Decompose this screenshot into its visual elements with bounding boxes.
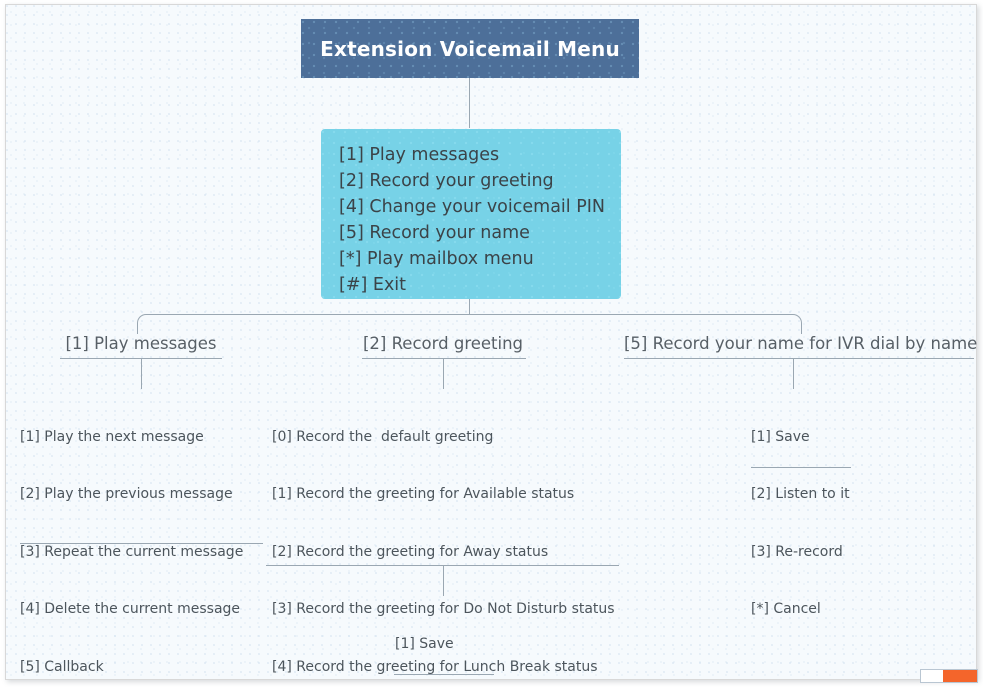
connector-branch-bracket bbox=[137, 314, 802, 334]
connector-menu-to-bracket bbox=[469, 298, 470, 314]
list-item[interactable]: [1] Play the next message bbox=[20, 429, 204, 445]
corner-marker-icon bbox=[920, 669, 978, 683]
connector-branch-3-stem bbox=[793, 359, 794, 389]
branch-heading-label: [2] Record greeting bbox=[362, 334, 524, 353]
connector-root-to-menu bbox=[469, 77, 470, 128]
list-item[interactable]: [*] Cancel bbox=[751, 601, 821, 618]
list-item[interactable]: [1] Save bbox=[395, 636, 454, 652]
rule-branch-3-list bbox=[751, 467, 851, 468]
main-menu-node[interactable]: [1] Play messages [2] Record your greeti… bbox=[321, 129, 621, 299]
root-node-extension-voicemail-menu[interactable]: Extension Voicemail Menu bbox=[301, 19, 639, 78]
main-menu-option[interactable]: [2] Record your greeting bbox=[339, 171, 554, 191]
rule-branch-1-list bbox=[20, 543, 263, 544]
list-item[interactable]: [1] Record the greeting for Available st… bbox=[272, 486, 575, 503]
rule-branch-2-heading bbox=[362, 358, 526, 359]
connector-branch-2-stem bbox=[443, 359, 444, 389]
list-item[interactable]: [3] Re-record bbox=[751, 543, 843, 560]
list-item[interactable]: [2] Play the previous message bbox=[20, 486, 233, 503]
main-menu-option[interactable]: [*] Play mailbox menu bbox=[339, 249, 534, 269]
branch-3-option-list: [1] Save [2] Listen to it [3] Re-record … bbox=[751, 390, 951, 658]
diagram-sheet: Extension Voicemail Menu [1] Play messag… bbox=[5, 4, 978, 683]
branch-heading-label: [5] Record your name for IVR dial by nam… bbox=[624, 334, 978, 353]
list-item[interactable]: [3] Record the greeting for Do Not Distu… bbox=[272, 601, 615, 618]
root-node-label: Extension Voicemail Menu bbox=[320, 36, 620, 61]
branch-heading-label: [1] Play messages bbox=[65, 334, 217, 353]
list-item[interactable]: [1] Save bbox=[751, 429, 810, 445]
main-menu-option[interactable]: [5] Record your name bbox=[339, 223, 530, 243]
main-menu-option[interactable]: [1] Play messages bbox=[339, 145, 500, 165]
list-item[interactable]: [2] Record the greeting for Away status bbox=[272, 543, 549, 560]
branch-heading-play-messages[interactable]: [1] Play messages bbox=[41, 333, 241, 355]
rule-greeting-sub-list bbox=[394, 674, 494, 675]
rule-branch-2-list bbox=[266, 565, 619, 566]
list-item[interactable]: [2] Listen to it bbox=[751, 486, 850, 503]
list-item[interactable]: [4] Delete the current message bbox=[20, 601, 241, 618]
rule-branch-3-heading bbox=[624, 358, 974, 359]
record-greeting-sub-option-list: [1] Save [2] Listen to it [3] Re-record … bbox=[395, 597, 595, 687]
connector-greeting-to-sub bbox=[443, 566, 444, 596]
list-item[interactable]: [3] Repeat the current message bbox=[20, 543, 244, 560]
main-menu-option[interactable]: [4] Change your voicemail PIN bbox=[339, 197, 606, 217]
list-item[interactable]: [0] Record the default greeting bbox=[272, 429, 494, 445]
list-item[interactable]: [4] Record the greeting for Lunch Break … bbox=[272, 658, 598, 675]
rule-branch-1-heading bbox=[60, 358, 222, 359]
branch-2-option-list: [0] Record the default greeting [1] Reco… bbox=[272, 390, 632, 687]
main-menu-option[interactable]: [#] Exit bbox=[339, 275, 407, 295]
branch-1-option-list: [1] Play the next message [2] Play the p… bbox=[20, 390, 270, 687]
connector-branch-1-stem bbox=[141, 359, 142, 389]
branch-heading-record-your-name[interactable]: [5] Record your name for IVR dial by nam… bbox=[624, 333, 978, 355]
corner-marker-fill bbox=[943, 670, 977, 682]
list-item[interactable]: [5] Callback bbox=[20, 658, 104, 675]
branch-heading-record-greeting[interactable]: [2] Record greeting bbox=[343, 333, 543, 355]
